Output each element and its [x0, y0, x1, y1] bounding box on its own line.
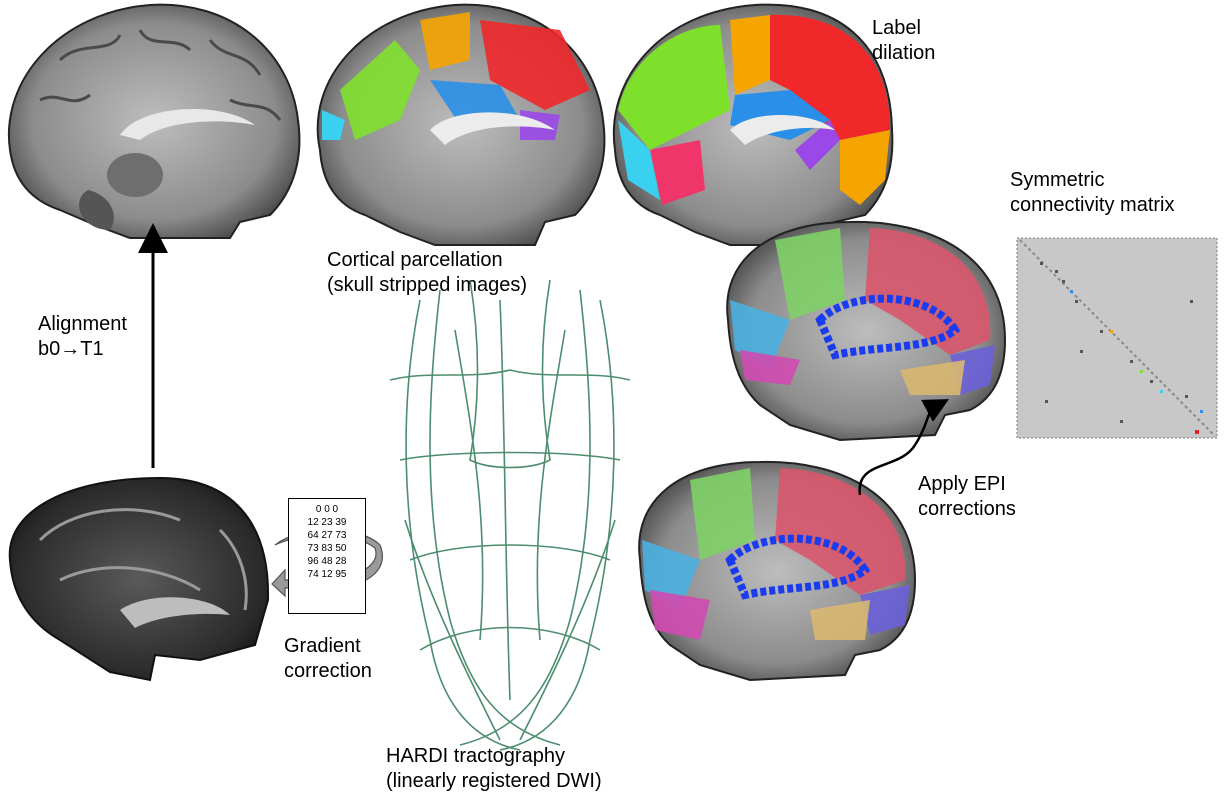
connectivity-matrix: [1017, 238, 1217, 438]
gradient-row: 0 0 0: [289, 503, 365, 516]
cortical-line2: (skull stripped images): [327, 273, 527, 298]
apply-epi-line1: Apply EPI: [918, 472, 1016, 497]
gradient-row: 64 27 73: [289, 529, 365, 542]
tractography: [390, 280, 630, 750]
gradient-row: 12 23 39: [289, 516, 365, 529]
alignment-line1: Alignment: [38, 312, 127, 337]
symmetric-line1: Symmetric: [1010, 168, 1175, 193]
brain-overlay-bottom: [639, 462, 915, 680]
gradient-line1: Gradient: [284, 634, 372, 659]
gradient-table: 0 0 0 12 23 39 64 27 73 73 83 50 96 48 2…: [288, 498, 366, 614]
brain-b0: [10, 478, 268, 680]
gradient-row: 73 83 50: [289, 542, 365, 555]
brain-t1-sagittal: [9, 5, 300, 238]
gradient-row: 96 48 28: [289, 555, 365, 568]
cortical-line1: Cortical parcellation: [327, 248, 527, 273]
hardi-line1: HARDI tractography: [386, 744, 602, 769]
hardi-caption: HARDI tractography (linearly registered …: [386, 744, 602, 794]
cortical-parcellation-caption: Cortical parcellation (skull stripped im…: [327, 248, 527, 298]
apply-epi-caption: Apply EPI corrections: [918, 472, 1016, 522]
label-dilation-caption: Label dilation: [872, 16, 935, 66]
hardi-line2: (linearly registered DWI): [386, 769, 602, 794]
symmetric-matrix-caption: Symmetric connectivity matrix: [1010, 168, 1175, 218]
brain-parcellated: [318, 5, 605, 245]
alignment-caption: Alignment b0→T1: [38, 312, 127, 362]
symmetric-line2: connectivity matrix: [1010, 193, 1175, 218]
gradient-row: 74 12 95: [289, 568, 365, 581]
label-dilation-line2: dilation: [872, 41, 935, 66]
brain-dilated: [614, 5, 893, 245]
gradient-line2: correction: [284, 659, 372, 684]
alignment-line2: b0→T1: [38, 337, 127, 362]
label-dilation-line1: Label: [872, 16, 935, 41]
brain-overlay-top: [727, 222, 1005, 440]
gradient-correction-caption: Gradient correction: [284, 634, 372, 684]
apply-epi-line2: corrections: [918, 497, 1016, 522]
